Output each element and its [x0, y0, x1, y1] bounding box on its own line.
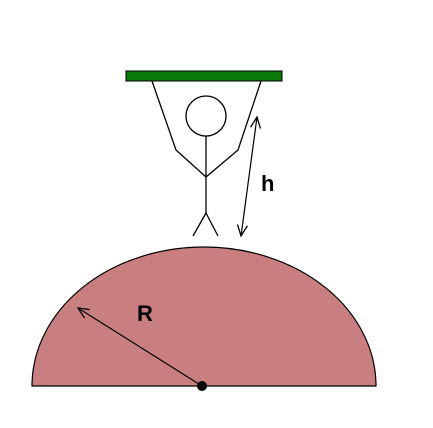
radius-arrow — [78, 308, 203, 387]
height-label: h — [261, 171, 274, 196]
stick-figure — [151, 80, 262, 237]
radius-label: R — [137, 301, 153, 326]
figure-left-leg — [192, 212, 207, 237]
planet-hemisphere — [31, 246, 377, 387]
figure-head — [185, 95, 227, 137]
figure-right-leg — [205, 212, 219, 237]
figure-left-arm — [151, 80, 207, 178]
height-arrow — [241, 117, 257, 236]
overhead-bar — [125, 70, 283, 82]
